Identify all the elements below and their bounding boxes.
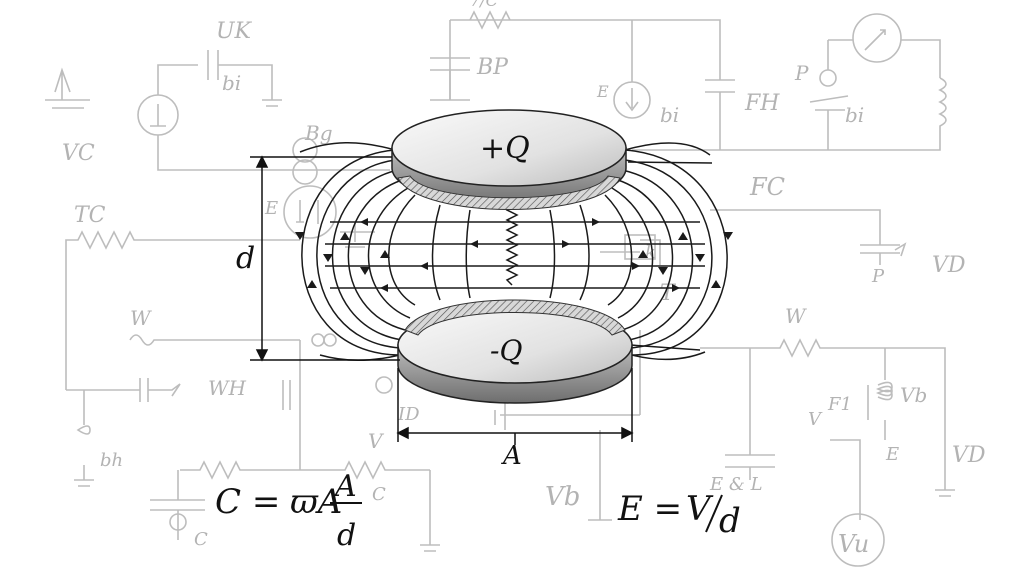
label-v-1: V xyxy=(368,429,385,453)
label-vd-2: VD xyxy=(952,443,986,468)
field-denominator: d xyxy=(719,501,741,541)
area-label: A xyxy=(501,441,522,471)
label-bh: bh xyxy=(100,450,123,471)
label-vb-1: Vb xyxy=(545,482,580,512)
label-fh: FH xyxy=(744,91,780,116)
label-vb-2: Vb xyxy=(900,383,927,407)
label-k: k xyxy=(645,242,656,263)
area-dimension xyxy=(396,368,634,445)
background-circuit xyxy=(45,10,955,567)
capacitance-formula: C = ϖA A d xyxy=(215,469,362,553)
label-top-r: 7/C xyxy=(470,0,498,10)
capacitance-lhs: C = xyxy=(215,482,280,522)
top-plate-label: +Q xyxy=(480,131,530,166)
label-vd-1: VD xyxy=(932,253,966,278)
label-bg: Bg xyxy=(304,121,333,145)
label-id: ID xyxy=(397,404,420,425)
field-lhs: E = xyxy=(617,489,682,529)
field-arrows xyxy=(295,218,733,292)
label-tc: TC xyxy=(74,203,106,228)
bottom-plate xyxy=(397,299,633,404)
label-c-2: C xyxy=(194,529,208,550)
label-wh: WH xyxy=(208,376,247,400)
separation-dimension xyxy=(250,155,400,362)
label-fc: FC xyxy=(749,173,785,201)
label-bi-2: bi xyxy=(660,103,679,127)
label-bi-1: bi xyxy=(222,71,241,95)
separation-label: d xyxy=(236,241,255,276)
capacitance-denominator: d xyxy=(337,518,356,553)
background-labels: UK bi VC Bg E TC W WH bh V C C Vb 7/C BP… xyxy=(62,0,986,558)
label-p-2: P xyxy=(871,266,885,287)
label-e-3: E xyxy=(885,444,899,465)
bottom-plate-label: -Q xyxy=(490,334,522,367)
field-formula: E = V d xyxy=(617,489,741,541)
label-uk: UK xyxy=(216,19,253,44)
capacitance-numerator: A xyxy=(332,469,357,504)
field-lines xyxy=(299,142,728,361)
label-p-1: P xyxy=(794,61,809,85)
top-plate xyxy=(391,109,627,210)
label-el: E & L xyxy=(709,474,763,495)
label-e-1: E xyxy=(264,198,278,219)
label-f1: F1 xyxy=(827,394,852,415)
label-v-2: V xyxy=(808,409,823,430)
label-vu: Vu xyxy=(838,530,869,558)
label-bi-3: bi xyxy=(845,103,864,127)
label-c-1: C xyxy=(372,484,386,505)
label-bp: BP xyxy=(476,55,509,80)
label-w-1: W xyxy=(130,306,152,330)
label-e-2: E xyxy=(596,82,609,101)
label-w-2: W xyxy=(785,304,807,328)
label-vc: VC xyxy=(62,141,95,166)
